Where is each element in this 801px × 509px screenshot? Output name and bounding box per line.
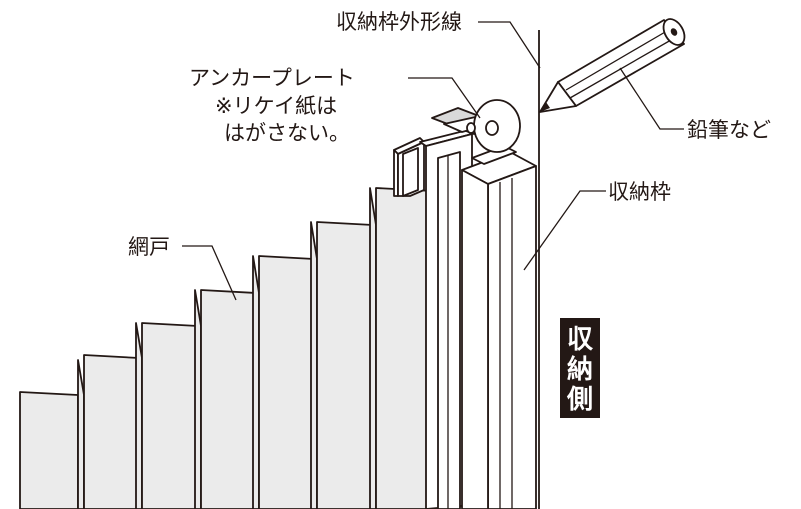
anchor-note-line2: はがさない。 — [224, 121, 350, 145]
anchor-note-line1: ※リケイ紙は — [215, 94, 337, 118]
pleated-screen — [19, 187, 433, 509]
badge-char-1: 収 — [567, 325, 594, 355]
pencil-label: 鉛筆など — [687, 118, 771, 142]
anchor-plate — [466, 99, 521, 153]
storage-frame — [393, 30, 540, 509]
leader-lines — [182, 21, 684, 301]
frame-outline-label: 収納枠外形線 — [336, 10, 462, 34]
pencil-icon — [539, 18, 686, 113]
screen-label: 網戸 — [128, 235, 170, 259]
storage-side-badge: 収 納 側 — [560, 318, 600, 418]
badge-char-2: 納 — [567, 354, 593, 385]
badge-char-3: 側 — [566, 385, 593, 415]
anchor-plate-label: アンカープレート — [189, 66, 355, 90]
frame-label: 収納枠 — [608, 180, 671, 204]
